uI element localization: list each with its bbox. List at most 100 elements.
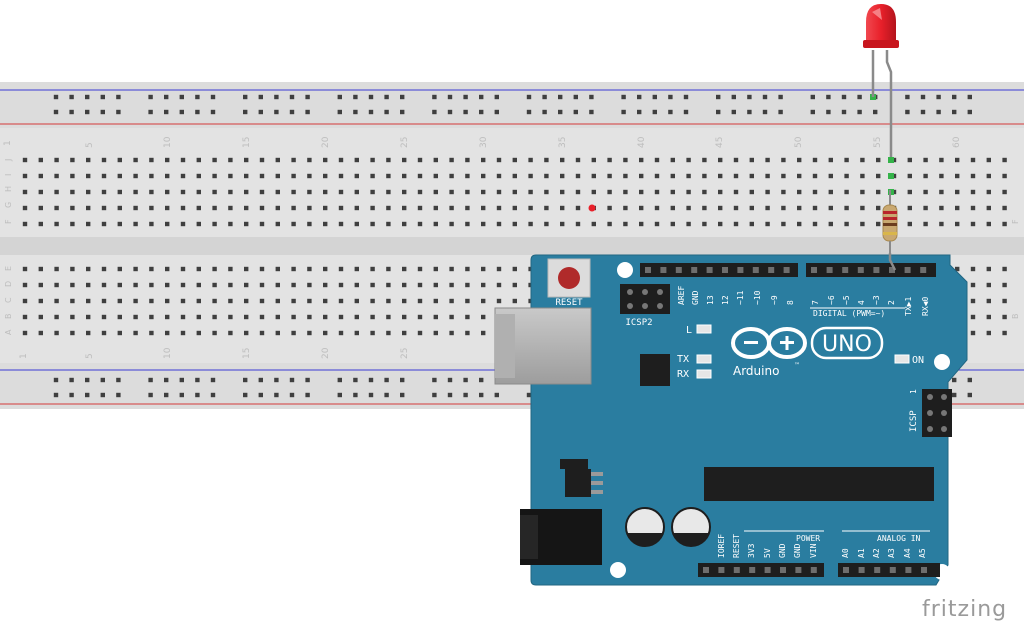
breadboard-hole	[939, 221, 944, 227]
breadboard-hole	[149, 314, 154, 320]
breadboard-hole	[148, 94, 153, 100]
breadboard-hole	[353, 377, 358, 383]
breadboard-hole	[828, 189, 833, 195]
header-pin	[675, 267, 682, 273]
breadboard-hole	[54, 282, 59, 288]
breadboard-hole	[53, 94, 59, 100]
breadboard-hole	[560, 221, 565, 227]
breadboard-hole	[749, 189, 754, 195]
pin-label: TX▶1	[904, 297, 913, 316]
breadboard-hole	[967, 377, 972, 383]
breadboard-hole	[512, 157, 517, 163]
breadboard-hole	[512, 266, 517, 272]
breadboard-hole	[402, 221, 407, 227]
breadboard-hole	[686, 157, 691, 163]
breadboard-hole	[70, 266, 75, 272]
breadboard-hole	[589, 94, 594, 100]
header-pin	[749, 567, 756, 573]
breadboard-hole	[275, 221, 280, 227]
breadboard-hole	[417, 173, 423, 179]
breadboard-hole	[307, 266, 312, 272]
led-on-label: ON	[912, 355, 924, 366]
regulator-tab	[560, 459, 588, 469]
breadboard-hole	[876, 205, 881, 211]
breadboard-hole	[275, 314, 280, 320]
breadboard-hole	[69, 94, 74, 100]
breadboard-hole	[86, 221, 91, 227]
breadboard-hole	[212, 330, 217, 336]
breadboard-hole	[386, 314, 391, 320]
breadboard-hole	[955, 205, 960, 211]
breadboard-hole	[85, 109, 90, 115]
breadboard-hole	[860, 221, 865, 227]
breadboard-hole	[86, 205, 91, 211]
icsp2-header-body	[620, 284, 670, 314]
reset-label: RESET	[555, 298, 583, 308]
breadboard-hole	[289, 109, 295, 115]
pin-label: 3V3	[747, 543, 756, 558]
breadboard-hole	[244, 221, 249, 227]
breadboard-hole	[733, 221, 739, 227]
led-l-label: L	[686, 325, 692, 336]
breadboard-hole	[481, 298, 486, 304]
breadboard-hole	[259, 157, 265, 163]
breadboard-hole	[70, 330, 75, 336]
breadboard-hole	[560, 189, 565, 195]
breadboard-hole	[923, 189, 928, 195]
breadboard-hole	[180, 189, 186, 195]
pin-label: A4	[903, 548, 912, 558]
breadboard-hole	[670, 157, 675, 163]
breadboard-hole	[179, 109, 184, 115]
logo-loop-right	[767, 327, 807, 359]
row-letter: F	[1011, 219, 1020, 224]
header-pin	[783, 267, 790, 273]
breadboard-hole	[337, 94, 342, 100]
breadboard-hole	[38, 157, 43, 163]
breadboard-hole	[765, 173, 770, 179]
breadboard-hole	[289, 392, 295, 398]
breadboard-hole	[402, 173, 407, 179]
center-channel	[0, 237, 1024, 255]
breadboard-hole	[180, 314, 186, 320]
row-letter: H	[4, 186, 13, 192]
breadboard-hole	[338, 314, 344, 320]
breadboard-hole	[433, 221, 438, 227]
breadboard-hole	[53, 377, 59, 383]
breadboard-hole	[323, 221, 328, 227]
breadboard-hole	[244, 173, 249, 179]
icsp-label: ICSP	[909, 410, 919, 432]
breadboard-hole	[354, 330, 359, 336]
breadboard-hole	[133, 330, 138, 336]
breadboard-hole	[512, 173, 517, 179]
breadboard-hole	[117, 205, 122, 211]
breadboard-hole	[22, 330, 28, 336]
breadboard-hole	[258, 94, 263, 100]
breadboard-hole	[386, 266, 391, 272]
breadboard-hole	[195, 377, 200, 383]
breadboard-hole	[70, 314, 75, 320]
breadboard-hole	[955, 173, 960, 179]
breadboard-hole	[54, 221, 59, 227]
breadboard-hole	[433, 173, 438, 179]
digital-pin-labels: AREF GND 13 12 ~11 ~10 ~9 8 7 ~6 ~5 4 ~3…	[677, 286, 930, 316]
breadboard-hole	[812, 189, 818, 195]
highlighted-hole	[588, 204, 596, 212]
power-pin-labels: IOREF RESET 3V3 5V GND GND VIN	[717, 534, 818, 558]
breadboard-hole	[465, 189, 470, 195]
breadboard-hole	[212, 205, 217, 211]
pin-label: VIN	[809, 543, 818, 558]
column-numbers-top: 1 5 10 15 20 25 30 35 40 45 50 55 60	[3, 136, 962, 148]
breadboard-hole	[386, 205, 391, 211]
breadboard-hole	[591, 221, 596, 227]
breadboard-hole	[148, 392, 153, 398]
header-pin	[657, 289, 663, 295]
breadboard-hole	[496, 266, 502, 272]
breadboard-hole	[196, 314, 201, 320]
breadboard-hole	[196, 173, 201, 179]
breadboard-hole	[148, 377, 153, 383]
breadboard-hole	[907, 157, 912, 163]
reset-button-cap[interactable]	[558, 267, 580, 289]
breadboard-hole	[291, 205, 296, 211]
breadboard-hole	[210, 109, 216, 115]
breadboard-hole	[196, 157, 201, 163]
